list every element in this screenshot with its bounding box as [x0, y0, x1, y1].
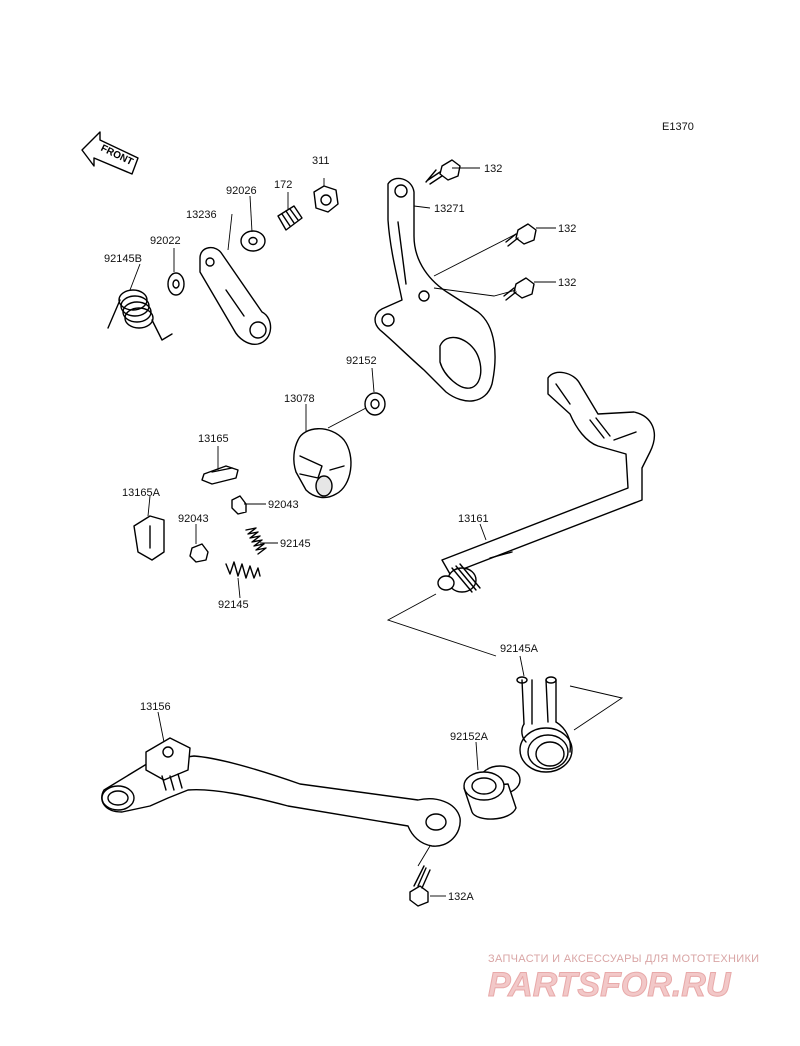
- part-132-bolt-top: [425, 159, 461, 185]
- callout-92145A: 92145A: [500, 643, 539, 655]
- callout-92152: 92152: [346, 355, 377, 367]
- part-13236-arm: [199, 247, 272, 345]
- callout-92145-upper: 92145: [280, 538, 311, 550]
- part-92145-spring-upper: [245, 527, 267, 555]
- part-132-bolt-middle: [505, 223, 537, 247]
- callout-13078: 13078: [284, 393, 315, 405]
- part-92145A-spring: [516, 676, 573, 773]
- callout-92043-lower: 92043: [178, 513, 209, 525]
- watermark-logo: PARTSFOR.RU: [488, 966, 732, 1004]
- callout-92043-upper: 92043: [268, 499, 299, 511]
- callout-132A: 132A: [448, 891, 474, 903]
- callout-92152A: 92152A: [450, 731, 489, 743]
- callout-13271: 13271: [434, 203, 465, 215]
- part-92145-spring-lower: [225, 561, 261, 579]
- part-92026-washer: [240, 230, 266, 252]
- callout-132: 132: [484, 163, 502, 175]
- part-311-nut: [313, 185, 339, 213]
- diagram-code: E1370: [662, 121, 694, 133]
- callout-132-lower: 132: [558, 277, 576, 289]
- part-13165A-pawl: [133, 515, 165, 561]
- part-172-stud: [277, 205, 303, 231]
- callout-172: 172: [274, 179, 292, 191]
- callout-132-middle: 132: [558, 223, 576, 235]
- callout-13236: 13236: [186, 209, 217, 221]
- part-132A-bolt: [409, 865, 431, 907]
- callout-92026: 92026: [226, 185, 257, 197]
- part-132-bolt-lower: [503, 277, 535, 301]
- part-13156-pedal: [101, 737, 461, 847]
- watermark-caption: ЗАПЧАСТИ И АКСЕССУАРЫ ДЛЯ МОТОТЕХНИКИ: [488, 953, 759, 965]
- part-92022-washer: [167, 272, 185, 296]
- part-92152-washer: [364, 392, 386, 416]
- part-13161-shaft: [437, 371, 655, 593]
- part-13165-pawl: [201, 465, 239, 485]
- leader-lines: [129, 167, 624, 897]
- part-92152A-collar: [463, 765, 521, 820]
- part-13078-ratchet: [293, 428, 352, 499]
- front-arrow-icon: FRONT: [81, 131, 139, 175]
- callout-92145B: 92145B: [104, 253, 142, 265]
- part-13271-plate: [374, 177, 496, 402]
- callout-13161: 13161: [458, 513, 489, 525]
- part-92043-pin-upper: [231, 495, 247, 515]
- callout-311: 311: [312, 155, 330, 167]
- callout-13156: 13156: [140, 701, 171, 713]
- callout-13165A: 13165A: [122, 487, 161, 499]
- callout-92145-lower: 92145: [218, 599, 249, 611]
- part-92145B-spring: [107, 289, 173, 341]
- callout-13165: 13165: [198, 433, 229, 445]
- callout-92022: 92022: [150, 235, 181, 247]
- part-92043-pin-lower: [189, 543, 209, 563]
